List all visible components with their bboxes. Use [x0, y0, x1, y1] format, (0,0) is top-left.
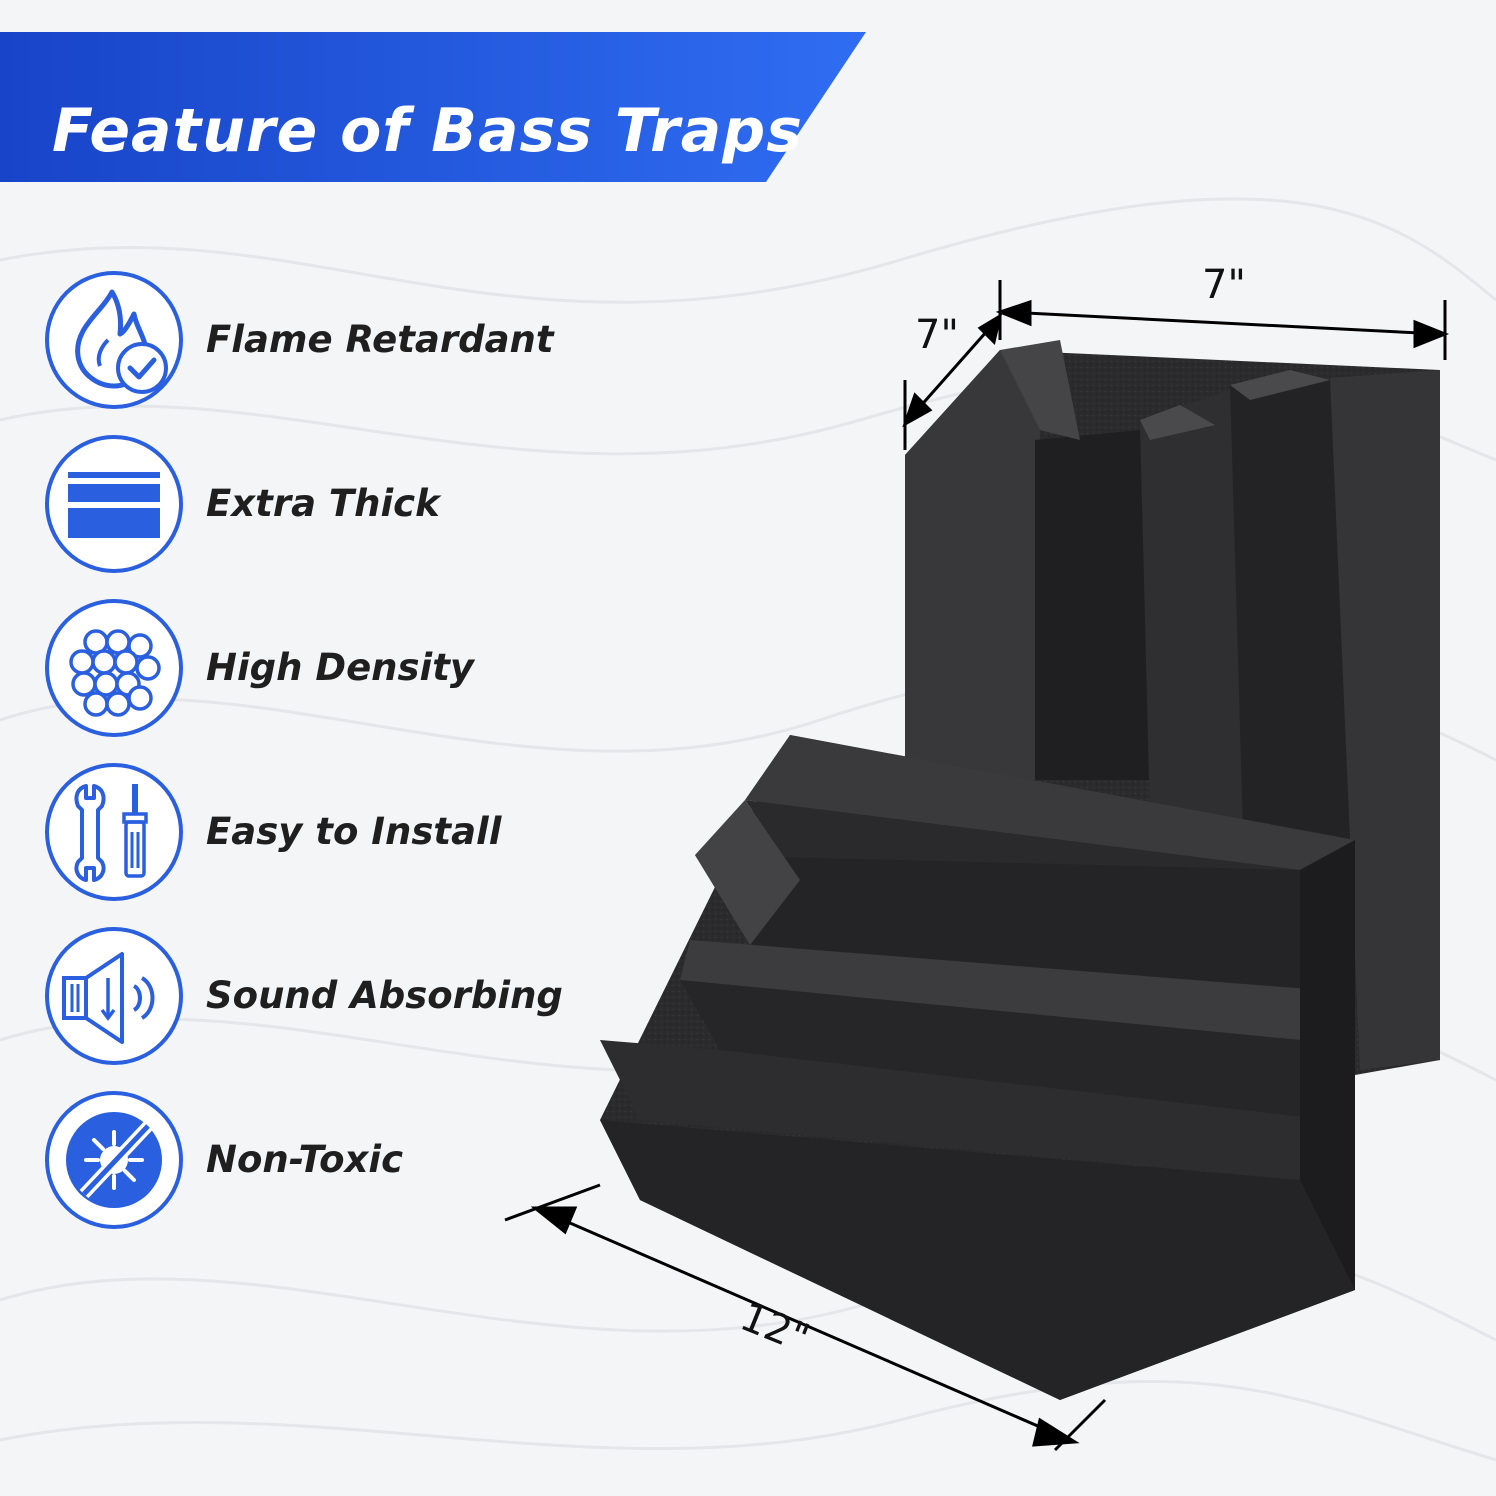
title-banner: Feature of Bass Traps [0, 32, 866, 182]
stepped-foam-wedge [600, 735, 1355, 1400]
banner-background [0, 32, 866, 182]
dimension-lines [504, 280, 1450, 1452]
bass-trap-illustration [504, 280, 1450, 1452]
feature-extra-thick: Extra Thick [44, 434, 604, 574]
feature-sound-absorbing: Sound Absorbing [44, 926, 604, 1066]
feature-label: Extra Thick [206, 482, 440, 525]
flame-check-icon [45, 271, 183, 409]
no-bacteria-icon [45, 1091, 183, 1229]
feature-label: Non-Toxic [206, 1138, 404, 1181]
page-title: Feature of Bass Traps [52, 96, 803, 166]
feature-easy-to-install: Easy to Install [44, 762, 604, 902]
layers-icon [45, 435, 183, 573]
wrench-screwdriver-icon [45, 763, 183, 901]
dimension-top-width: 7" [1202, 262, 1246, 308]
feature-label: Easy to Install [206, 810, 502, 853]
feature-flame-retardant: Flame Retardant [44, 270, 604, 410]
feature-high-density: High Density [44, 598, 604, 738]
feature-label: Sound Absorbing [206, 974, 563, 1017]
speaker-icon [45, 927, 183, 1065]
feature-label: High Density [206, 646, 475, 689]
feature-label: Flame Retardant [206, 318, 554, 361]
bubbles-icon [45, 599, 183, 737]
dimension-top-depth: 7" [915, 312, 959, 358]
feature-non-toxic: Non-Toxic [44, 1090, 604, 1230]
